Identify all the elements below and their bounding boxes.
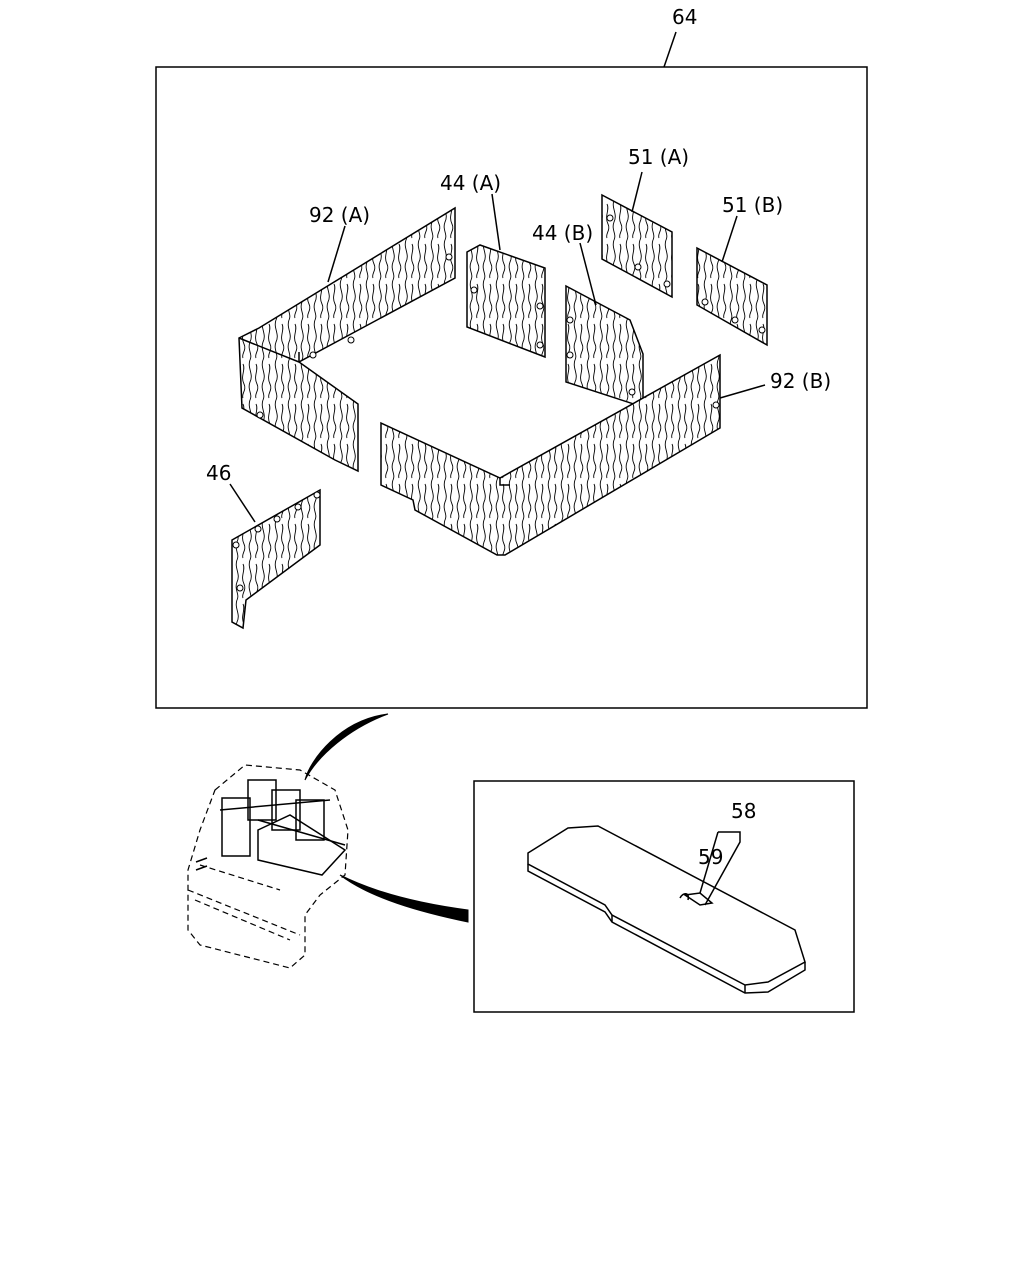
label-51a: 51 (A) xyxy=(628,145,689,169)
leader-44a xyxy=(491,193,501,251)
label-64: 64 xyxy=(672,5,697,29)
leader-58 xyxy=(704,831,741,906)
leader-92b xyxy=(719,384,766,399)
upper-detail-frame xyxy=(155,66,868,709)
label-59: 59 xyxy=(698,845,723,869)
callout-wedge-upper xyxy=(304,713,389,781)
leader-59 xyxy=(699,831,719,894)
part-44b-panel xyxy=(565,284,644,409)
part-92b-insulator xyxy=(380,353,721,556)
part-seat-pad xyxy=(527,825,806,994)
lower-detail-frame xyxy=(473,780,855,1013)
label-92a: 92 (A) xyxy=(309,203,370,227)
label-44a: 44 (A) xyxy=(440,171,501,195)
part-51b-panel xyxy=(696,246,768,347)
leader-51b xyxy=(721,215,738,263)
truck-cab-illustration xyxy=(187,764,349,969)
label-44b: 44 (B) xyxy=(532,221,593,245)
part-44a-panel xyxy=(466,244,546,359)
part-46-panel xyxy=(231,488,321,630)
leader-92a xyxy=(327,225,346,283)
leader-44b xyxy=(579,242,597,306)
leader-64 xyxy=(663,31,677,68)
label-58: 58 xyxy=(731,799,756,823)
leader-51a xyxy=(631,171,643,213)
label-92b: 92 (B) xyxy=(770,369,831,393)
part-92a-insulator xyxy=(238,206,456,473)
label-51b: 51 (B) xyxy=(722,193,783,217)
callout-wedge-lower xyxy=(339,874,469,923)
leader-46 xyxy=(229,483,256,523)
part-51a-panel xyxy=(601,193,673,299)
label-46: 46 xyxy=(206,461,231,485)
